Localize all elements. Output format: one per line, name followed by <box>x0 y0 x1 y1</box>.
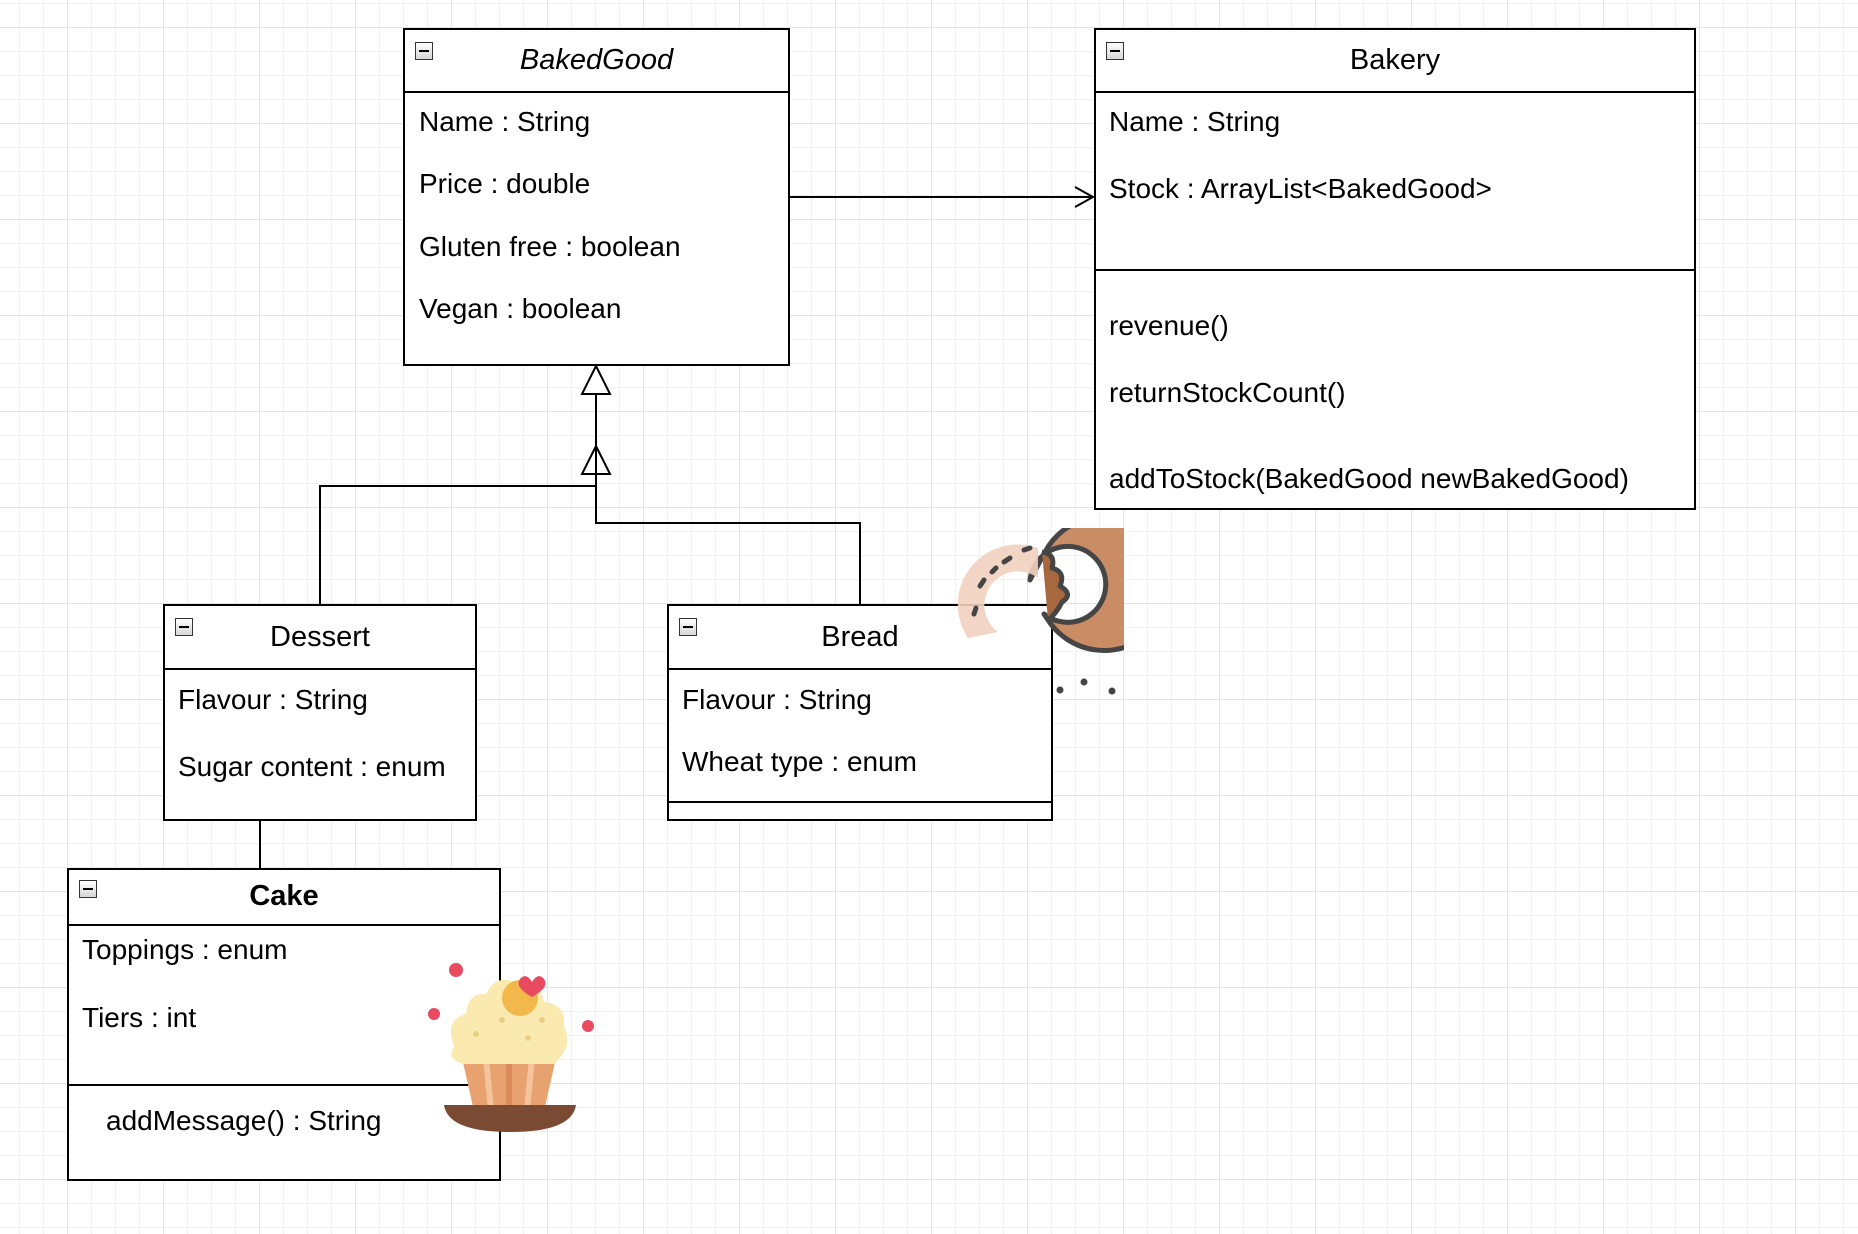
method-separator <box>1096 269 1694 271</box>
attribute-flavour: Flavour : String <box>682 684 872 715</box>
method-revenue: revenue() <box>1109 310 1229 341</box>
class-title: BakedGood <box>519 44 674 76</box>
collapse-icon[interactable] <box>79 880 97 898</box>
attribute-toppings: Toppings : enum <box>82 934 288 965</box>
bread-generalization-line <box>595 394 861 604</box>
method-separator <box>69 1084 499 1086</box>
method-return-stock-count: returnStockCount() <box>1109 377 1346 408</box>
dessert-generalization-arrowhead <box>580 443 612 475</box>
collapse-icon[interactable] <box>679 618 697 636</box>
class-bakedgood[interactable]: BakedGood Name : String Price : double G… <box>403 28 790 366</box>
attribute-stock: Stock : ArrayList<BakedGood> <box>1109 173 1492 204</box>
donut-icon <box>957 528 1124 695</box>
attribute-flavour: Flavour : String <box>178 684 368 715</box>
class-bread[interactable]: Bread Flavour : String Wheat type : enum <box>667 604 1053 821</box>
method-add-message: addMessage() : String <box>106 1105 382 1136</box>
class-title: Cake <box>249 880 319 912</box>
collapse-icon[interactable] <box>415 42 433 60</box>
attribute-wheat-type: Wheat type : enum <box>682 746 918 777</box>
dessert-generalization-line <box>319 474 597 604</box>
class-title: Bakery <box>1349 44 1441 76</box>
attribute-price: Price : double <box>419 168 591 199</box>
class-bakery[interactable]: Bakery Name : String Stock : ArrayList<B… <box>1094 28 1696 510</box>
class-dessert[interactable]: Dessert Flavour : String Sugar content :… <box>163 604 477 821</box>
class-header: Dessert <box>165 606 475 670</box>
class-title: Dessert <box>270 621 370 653</box>
association-arrowhead <box>1074 186 1096 208</box>
class-title: Bread <box>821 621 899 653</box>
collapse-icon[interactable] <box>175 618 193 636</box>
attribute-vegan: Vegan : boolean <box>419 293 622 324</box>
method-separator <box>669 801 1051 803</box>
class-cake[interactable]: Cake Toppings : enum Tiers : int addMess… <box>67 868 501 1181</box>
class-header: Bakery <box>1096 30 1694 93</box>
class-header: Bread <box>669 606 1051 670</box>
bread-generalization-arrowhead <box>580 363 612 395</box>
cupcake-icon <box>428 963 594 1132</box>
attribute-sugar-content: Sugar content : enum <box>178 751 446 782</box>
attribute-name: Name : String <box>419 106 591 137</box>
method-add-to-stock: addToStock(BakedGood newBakedGood) <box>1109 463 1629 494</box>
attribute-gluten-free: Gluten free : boolean <box>419 231 681 262</box>
class-header: Cake <box>69 870 499 926</box>
collapse-icon[interactable] <box>1106 42 1124 60</box>
class-header: BakedGood <box>405 30 788 93</box>
attribute-tiers: Tiers : int <box>82 1002 197 1033</box>
attribute-name: Name : String <box>1109 106 1281 137</box>
